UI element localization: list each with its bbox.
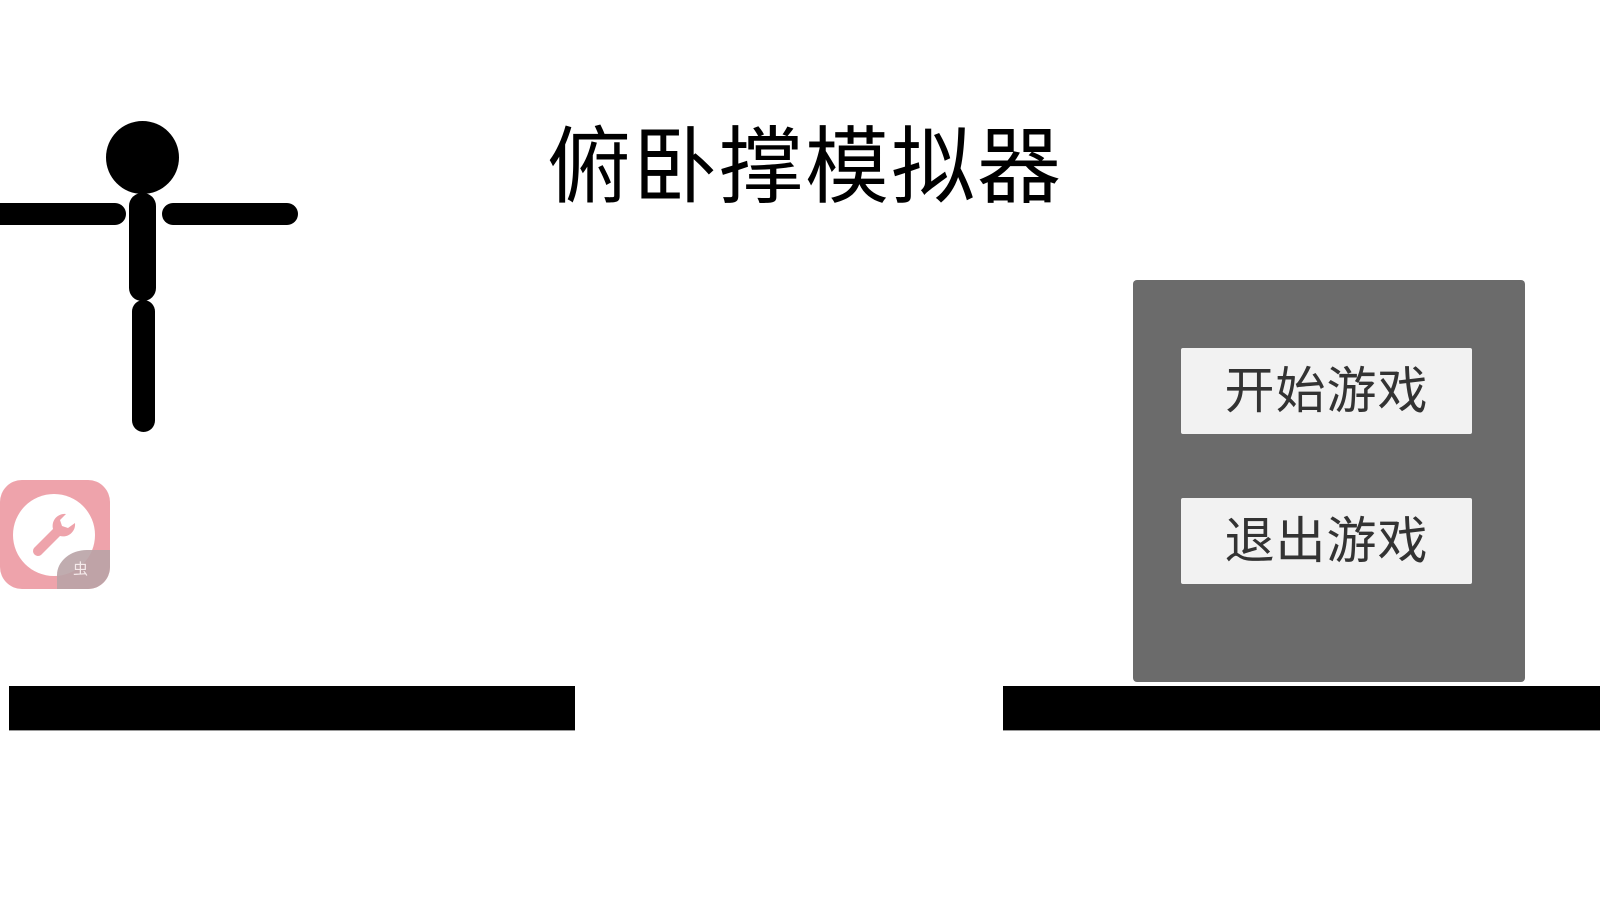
main-menu-panel: 开始游戏 退出游戏 [1133,280,1525,682]
bug-badge [57,550,110,589]
stickman-right-arm [162,203,298,225]
left-platform [9,686,575,731]
bug-badge-label: 虫 [73,560,89,578]
stickman-left-arm [0,203,126,225]
stickman-torso [129,193,156,301]
game-title: 俯卧撑模拟器 [546,118,1063,216]
start-game-button[interactable]: 开始游戏 [1181,348,1472,434]
stickman-legs [132,300,155,432]
wrench-icon [32,513,76,556]
right-platform [1003,686,1600,731]
stickman-character [0,0,320,450]
exit-game-button[interactable]: 退出游戏 [1181,498,1472,584]
stickman-head [106,121,179,194]
debug-tool-button[interactable]: 虫 [0,480,110,589]
